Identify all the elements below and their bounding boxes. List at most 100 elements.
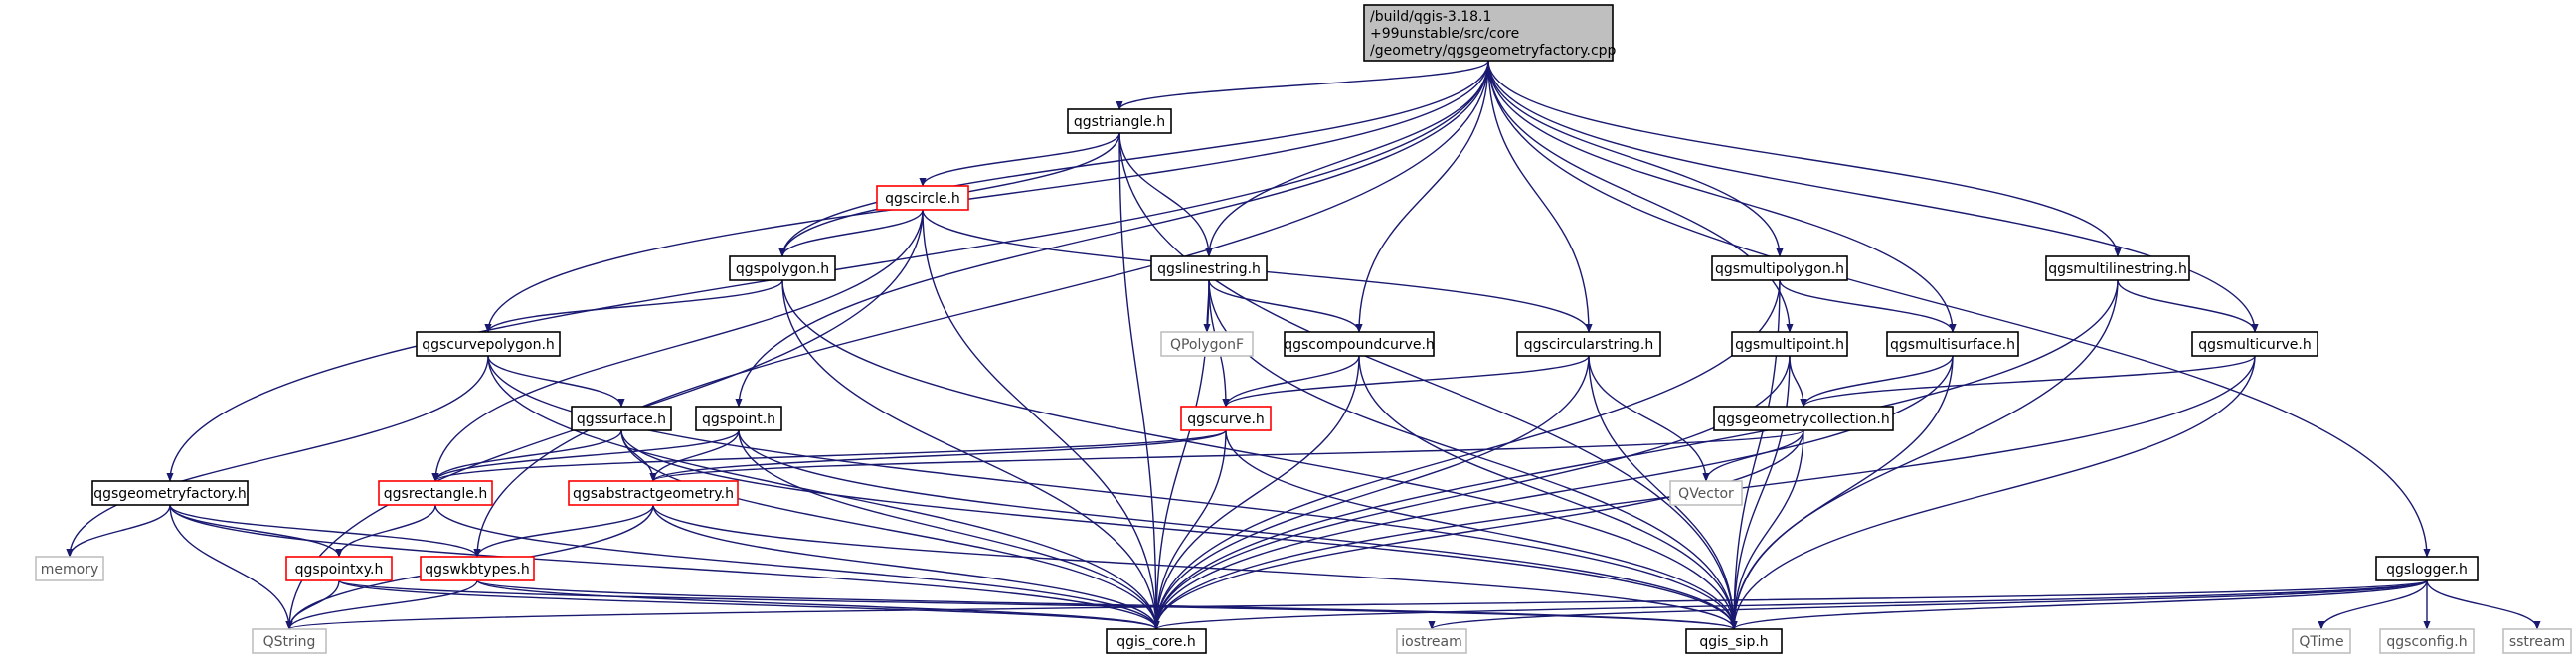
node-qgscurve[interactable]: qgscurve.h [1180, 406, 1272, 431]
node-label-memory: memory [41, 562, 99, 578]
node-qgis_sip[interactable]: qgis_sip.h [1685, 628, 1783, 654]
node-qgis_core[interactable]: qgis_core.h [1106, 628, 1207, 654]
edge-qgslogger-to-qgis_core [1152, 579, 2428, 630]
node-box-qgsgeometryfactory [91, 480, 249, 506]
node-qgstriangle[interactable]: qgstriangle.h [1067, 108, 1172, 134]
edge-qgscurve-to-qgsabstractgeometry [649, 429, 1227, 482]
edge-qgsmultisurface-to-qgsgeometrycollection [1800, 355, 1954, 408]
node-label-root-1: +99unstable/src/core [1370, 26, 1519, 42]
node-box-qpolygonf [1160, 331, 1254, 357]
edge-qgssurface-to-qgis_core [620, 429, 1160, 630]
node-qgscircularstring[interactable]: qgscircularstring.h [1516, 331, 1661, 357]
edge-qgsmulticurve-to-qgis_sip [1730, 355, 2256, 630]
edge-qgsgeometryfactory-to-qgspointxy [169, 504, 343, 558]
node-label-qgscompoundcurve: qgscompoundcurve.h [1284, 337, 1435, 353]
edge-qgslogger-to-qtime [2318, 579, 2428, 630]
node-box-qgsabstractgeometry [568, 480, 739, 506]
node-qgsrectangle[interactable]: qgsrectangle.h [378, 480, 493, 506]
node-label-qtime: QTime [2299, 634, 2343, 650]
node-qgslogger[interactable]: qgslogger.h [2375, 556, 2479, 581]
node-label-qgsgeometrycollection: qgsgeometrycollection.h [1717, 412, 1889, 427]
node-qgswkbtypes[interactable]: qgswkbtypes.h [420, 556, 535, 581]
edge-qgsrectangle-to-qgis_core [434, 504, 1160, 630]
edge-qgscurvepolygon-to-qgis_sip [487, 355, 1738, 630]
edge-qgslogger-to-qgis_sip [1730, 579, 2428, 630]
edge-qgsmultipoint-to-qgsgeometrycollection [1789, 355, 1807, 408]
edge-qgscircularstring-to-qgscurve [1222, 355, 1590, 408]
node-qgslinestring[interactable]: qgslinestring.h [1150, 255, 1268, 281]
edge-qgspoint-to-qgis_sip [738, 429, 1738, 630]
edge-qgscompoundcurve-to-qgis_sip [1358, 355, 1738, 630]
node-label-root-2: /geometry/qgsgeometryfactory.cpp [1370, 43, 1617, 59]
node-label-qgsrectangle: qgsrectangle.h [384, 486, 487, 502]
edge-qgsmulticurve-to-qgsgeometrycollection [1800, 355, 2256, 408]
edge-qgscircle-to-qgis_core [922, 209, 1160, 630]
node-qgsmultipolygon[interactable]: qgsmultipolygon.h [1711, 255, 1848, 281]
edge-qgscurve-to-qgis_core [1152, 429, 1227, 630]
node-box-qgstriangle [1067, 108, 1172, 134]
node-qgscompoundcurve[interactable]: qgscompoundcurve.h [1284, 331, 1435, 357]
node-box-qgsmultilinestring [2045, 255, 2190, 281]
node-label-qpolygonf: QPolygonF [1170, 337, 1244, 353]
node-qgscurvepolygon[interactable]: qgscurvepolygon.h [416, 331, 561, 357]
node-qgssurface[interactable]: qgssurface.h [571, 406, 672, 431]
node-label-qstring: QString [263, 634, 316, 650]
edge-root-to-qgscircularstring [1487, 60, 1593, 333]
edge-qgsmultipolygon-to-qgsmultisurface [1779, 279, 1957, 333]
node-label-sstream: sstream [2509, 634, 2565, 650]
edge-qgslogger-to-qstring [286, 579, 2428, 630]
node-box-qgsrectangle [378, 480, 493, 506]
node-label-qgslogger: qgslogger.h [2386, 562, 2468, 578]
edge-qgsmultilinestring-to-qgsmulticurve [2117, 279, 2259, 333]
edge-qgspolygon-to-qgscurvepolygon [484, 279, 783, 333]
node-label-qgsgeometryfactory: qgsgeometryfactory.h [93, 486, 247, 502]
node-box-qgscompoundcurve [1284, 331, 1435, 357]
edge-root-to-qgspoint [735, 60, 1489, 408]
edge-qgsmultisurface-to-qgis_sip [1730, 355, 1954, 630]
node-root[interactable]: /build/qgis-3.18.1+99unstable/src/core/g… [1363, 4, 1617, 62]
node-label-qgsmulticurve: qgsmulticurve.h [2198, 337, 2311, 353]
node-box-qgsmultipoint [1731, 331, 1848, 357]
node-box-qstring [252, 628, 327, 654]
node-qgsmultisurface[interactable]: qgsmultisurface.h [1886, 331, 2019, 357]
node-qgsgeometryfactory[interactable]: qgsgeometryfactory.h [91, 480, 249, 506]
edge-qgsgeometryfactory-to-memory [66, 504, 171, 558]
node-qgsgeometrycollection[interactable]: qgsgeometrycollection.h [1713, 406, 1894, 431]
node-box-qgsmultipolygon [1711, 255, 1848, 281]
node-qgsmultilinestring[interactable]: qgsmultilinestring.h [2045, 255, 2190, 281]
edge-qgstriangle-to-qgis_sip [1118, 132, 1738, 630]
node-qgsmulticurve[interactable]: qgsmulticurve.h [2191, 331, 2318, 357]
node-qpolygonf: QPolygonF [1160, 331, 1254, 357]
node-qgspointxy[interactable]: qgspointxy.h [285, 556, 393, 581]
node-qgspolygon[interactable]: qgspolygon.h [729, 255, 836, 281]
node-label-qgspoint: qgspoint.h [702, 412, 775, 427]
edge-qgsmultipoint-to-qgis_sip [1730, 355, 1791, 630]
node-box-qgspolygon [729, 255, 836, 281]
node-qgsmultipoint[interactable]: qgsmultipoint.h [1731, 331, 1848, 357]
edge-qgssurface-to-qgis_sip [620, 429, 1738, 630]
node-qgspoint[interactable]: qgspoint.h [695, 406, 782, 431]
node-box-sstream [2502, 628, 2572, 654]
edge-root-to-qgsmultisurface [1487, 60, 1957, 333]
edge-qgssurface-to-qgsrectangle [431, 429, 622, 482]
node-box-qgsmulticurve [2191, 331, 2318, 357]
edge-qgslinestring-to-qgscompoundcurve [1208, 279, 1363, 333]
node-box-memory [35, 556, 104, 581]
edge-qgslogger-to-sstream [2426, 579, 2541, 630]
node-box-qgis_sip [1685, 628, 1783, 654]
node-label-qgscurvepolygon: qgscurvepolygon.h [422, 337, 555, 353]
edge-qgswkbtypes-to-qgis_core [476, 579, 1160, 630]
edge-qgsabstractgeometry-to-qgis_sip [652, 504, 1738, 630]
node-qgscircle[interactable]: qgscircle.h [876, 185, 969, 211]
node-box-qgsconfig [2379, 628, 2475, 654]
edge-root-to-qgslogger [1487, 60, 2431, 558]
node-label-qvector: QVector [1678, 486, 1734, 502]
node-box-iostream [1396, 628, 1467, 654]
nodes-layer: /build/qgis-3.18.1+99unstable/src/core/g… [35, 4, 2572, 654]
node-label-qgscircularstring: qgscircularstring.h [1524, 337, 1653, 353]
node-box-qgslogger [2375, 556, 2479, 581]
edge-qgstriangle-to-qgslinestring [1118, 132, 1213, 257]
edge-qgspointxy-to-qgis_sip [338, 579, 1738, 630]
node-qgsabstractgeometry[interactable]: qgsabstractgeometry.h [568, 480, 739, 506]
edge-qgscurvepolygon-to-memory [66, 355, 489, 558]
